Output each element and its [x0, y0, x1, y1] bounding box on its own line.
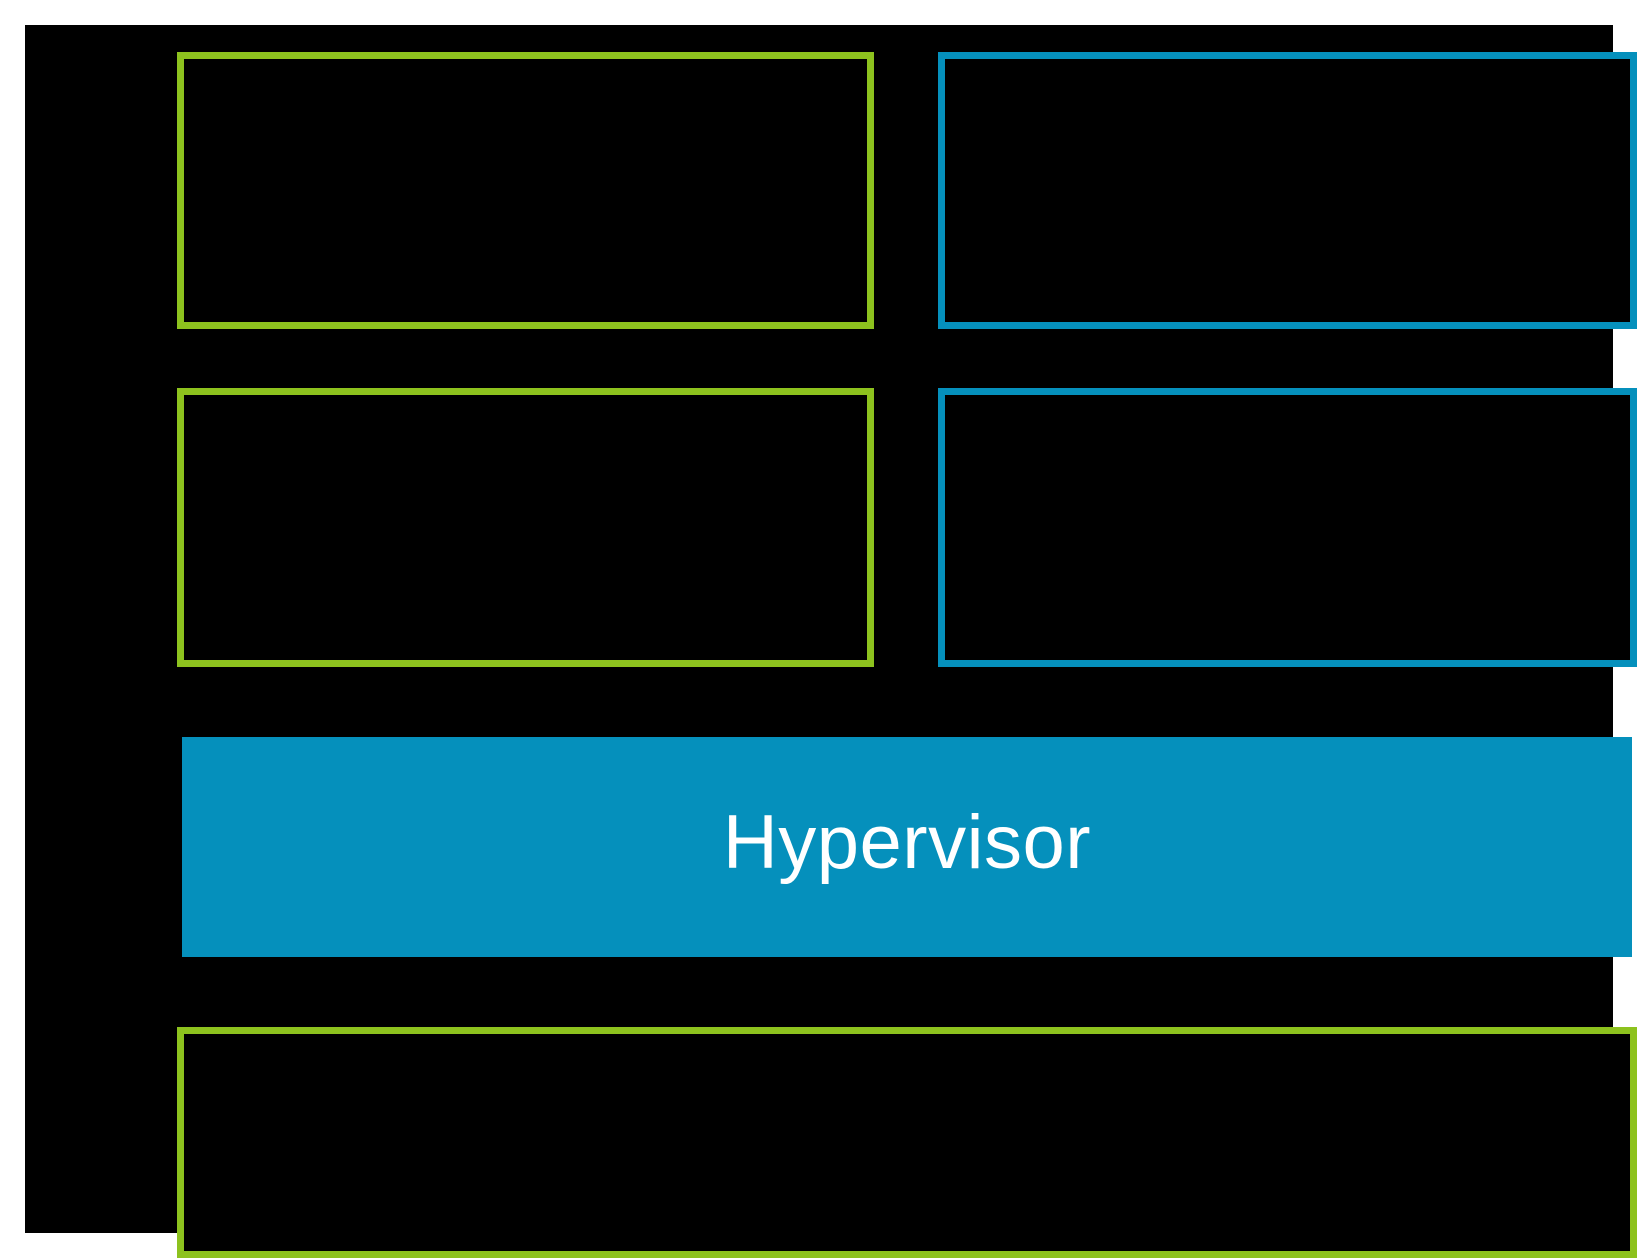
hypervisor-bar: Hypervisor	[182, 737, 1632, 957]
green-outline-box-top-left	[177, 52, 874, 329]
hypervisor-label: Hypervisor	[722, 800, 1092, 885]
green-outline-box-bottom	[177, 1027, 1637, 1258]
blue-outline-box-middle-right	[938, 388, 1637, 667]
blue-outline-box-top-right	[938, 52, 1637, 329]
green-outline-box-middle-left	[177, 388, 874, 667]
slide-canvas: Hypervisor	[25, 25, 1637, 1258]
